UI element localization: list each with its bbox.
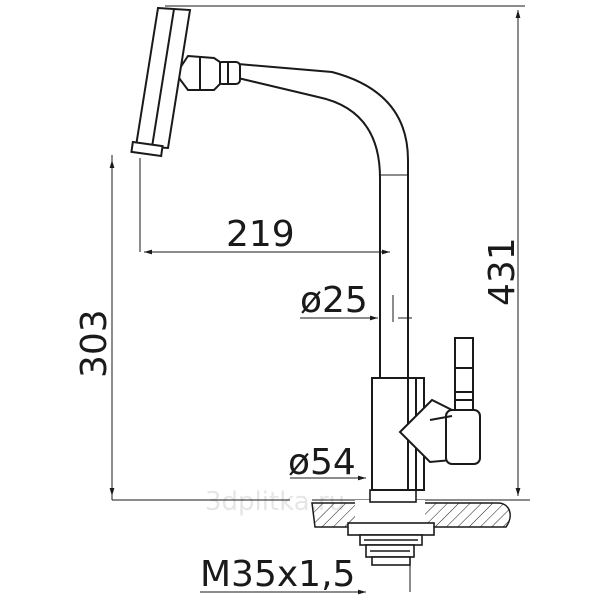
dim-total-height: 431 <box>482 237 523 306</box>
lever-handle <box>398 337 481 465</box>
spout-tube <box>237 63 409 378</box>
mounting-thread <box>347 489 435 566</box>
dim-spout-height: 303 <box>74 309 115 378</box>
spout-coupling <box>174 54 241 91</box>
dim-spout-reach: 219 <box>226 214 295 255</box>
aerator-head <box>130 6 192 158</box>
dimension-lines <box>109 10 521 595</box>
dim-tube-diameter: ø25 <box>300 280 368 321</box>
dim-thread: M35x1,5 <box>200 554 355 595</box>
dim-base-diameter: ø54 <box>288 442 356 483</box>
